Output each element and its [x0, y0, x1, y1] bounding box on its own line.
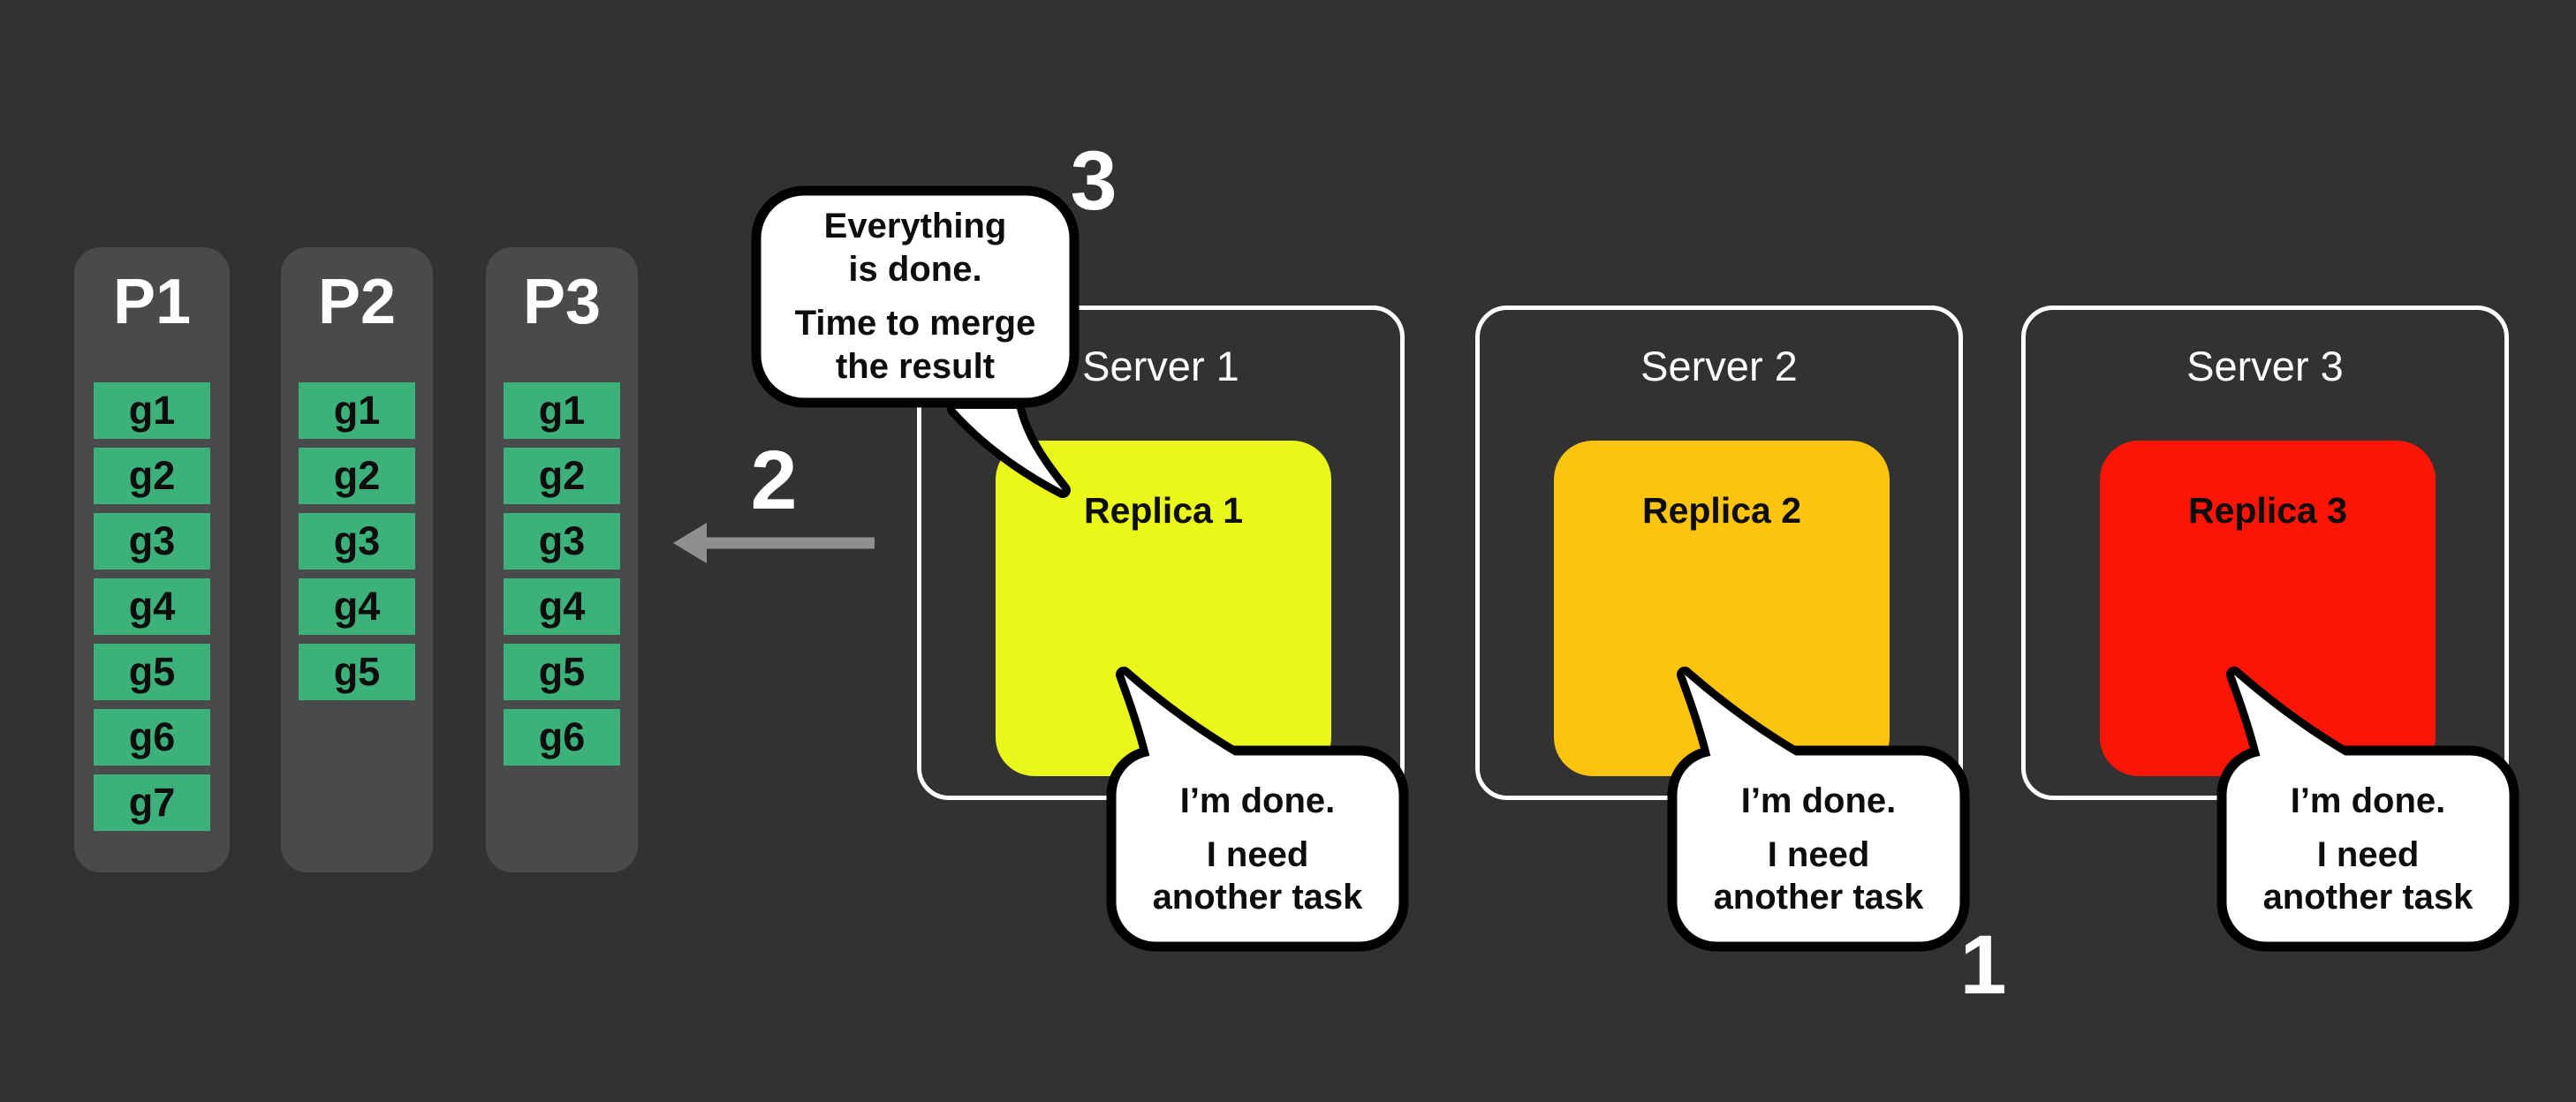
replica-2-title: Replica 2: [1641, 490, 1802, 531]
merge-bubble-line: Time to merge: [794, 304, 1036, 343]
task-block: g3: [94, 512, 210, 570]
merge-speech-bubble: [751, 185, 1080, 498]
task-block: g2: [299, 447, 415, 504]
server-3-box: Server 3 Replica 3: [2021, 306, 2509, 800]
partition-p1: P1 g1 g2 g3 g4 g5 g6 g7: [74, 247, 230, 872]
done-speech-bubble-3: [2216, 667, 2519, 952]
done-speech-bubble-1: [1106, 667, 1409, 952]
done-bubble-line: I’m done.: [1740, 781, 1897, 820]
done-bubble-line: I need: [1767, 834, 1870, 874]
partition-p2: P2 g1 g2 g3 g4 g5: [281, 247, 433, 872]
task-block: g5: [504, 643, 620, 700]
replica-3-box: Replica 3: [2100, 441, 2436, 776]
done-bubble-line: another task: [2262, 878, 2474, 917]
done-bubble-line: I’m done.: [2290, 781, 2446, 820]
task-block: g2: [94, 447, 210, 504]
task-block: g1: [504, 381, 620, 439]
done-bubble-line: I need: [2316, 834, 2420, 874]
task-block: g6: [504, 708, 620, 766]
replica-1-title: Replica 1: [1083, 490, 1244, 531]
done-bubble-2-text: I’m done. I need another task: [1672, 751, 1965, 947]
task-block: g1: [299, 381, 415, 439]
done-bubble-line: I’m done.: [1179, 781, 1336, 820]
partition-p3-title: P3: [522, 267, 602, 337]
task-block: g4: [94, 577, 210, 635]
done-bubble-line: another task: [1152, 878, 1363, 917]
task-block: g1: [94, 381, 210, 439]
merge-bubble-line: Everything: [823, 207, 1007, 246]
merge-bubble-line: is done.: [848, 250, 982, 290]
task-block: g4: [504, 577, 620, 635]
step-label-1: 1: [1959, 918, 2007, 1012]
task-block: g2: [504, 447, 620, 504]
partition-p1-task-list: g1 g2 g3 g4 g5 g6 g7: [74, 381, 230, 831]
task-block: g4: [299, 577, 415, 635]
step-label-2: 2: [750, 434, 798, 527]
task-block: g7: [94, 774, 210, 831]
done-bubble-1-text: I’m done. I need another task: [1111, 751, 1404, 947]
step-label-3: 3: [1070, 134, 1118, 228]
done-bubble-line: I need: [1206, 834, 1309, 874]
merge-bubble-line: the result: [835, 346, 996, 386]
merge-bubble-text: Everything is done. Time to merge the re…: [756, 191, 1074, 403]
partition-p1-title: P1: [112, 267, 192, 337]
task-block: g5: [299, 643, 415, 700]
partition-p3-task-list: g1 g2 g3 g4 g5 g6: [486, 381, 638, 766]
replica-3-title: Replica 3: [2187, 490, 2348, 531]
task-block: g3: [299, 512, 415, 570]
server-3-title: Server 3: [2186, 343, 2344, 389]
task-block: g5: [94, 643, 210, 700]
done-bubble-3-text: I’m done. I need another task: [2222, 751, 2514, 947]
done-bubble-line: another task: [1713, 878, 1924, 917]
partition-p2-task-list: g1 g2 g3 g4 g5: [281, 381, 433, 700]
done-speech-bubble-2: [1667, 667, 1970, 952]
partition-p2-title: P2: [317, 267, 397, 337]
left-arrow-icon: [673, 523, 875, 563]
task-block: g6: [94, 708, 210, 766]
server-1-title: Server 1: [1082, 343, 1239, 389]
task-block: g3: [504, 512, 620, 570]
partition-p3: P3 g1 g2 g3 g4 g5 g6: [486, 247, 638, 872]
server-2-title: Server 2: [1640, 343, 1798, 389]
